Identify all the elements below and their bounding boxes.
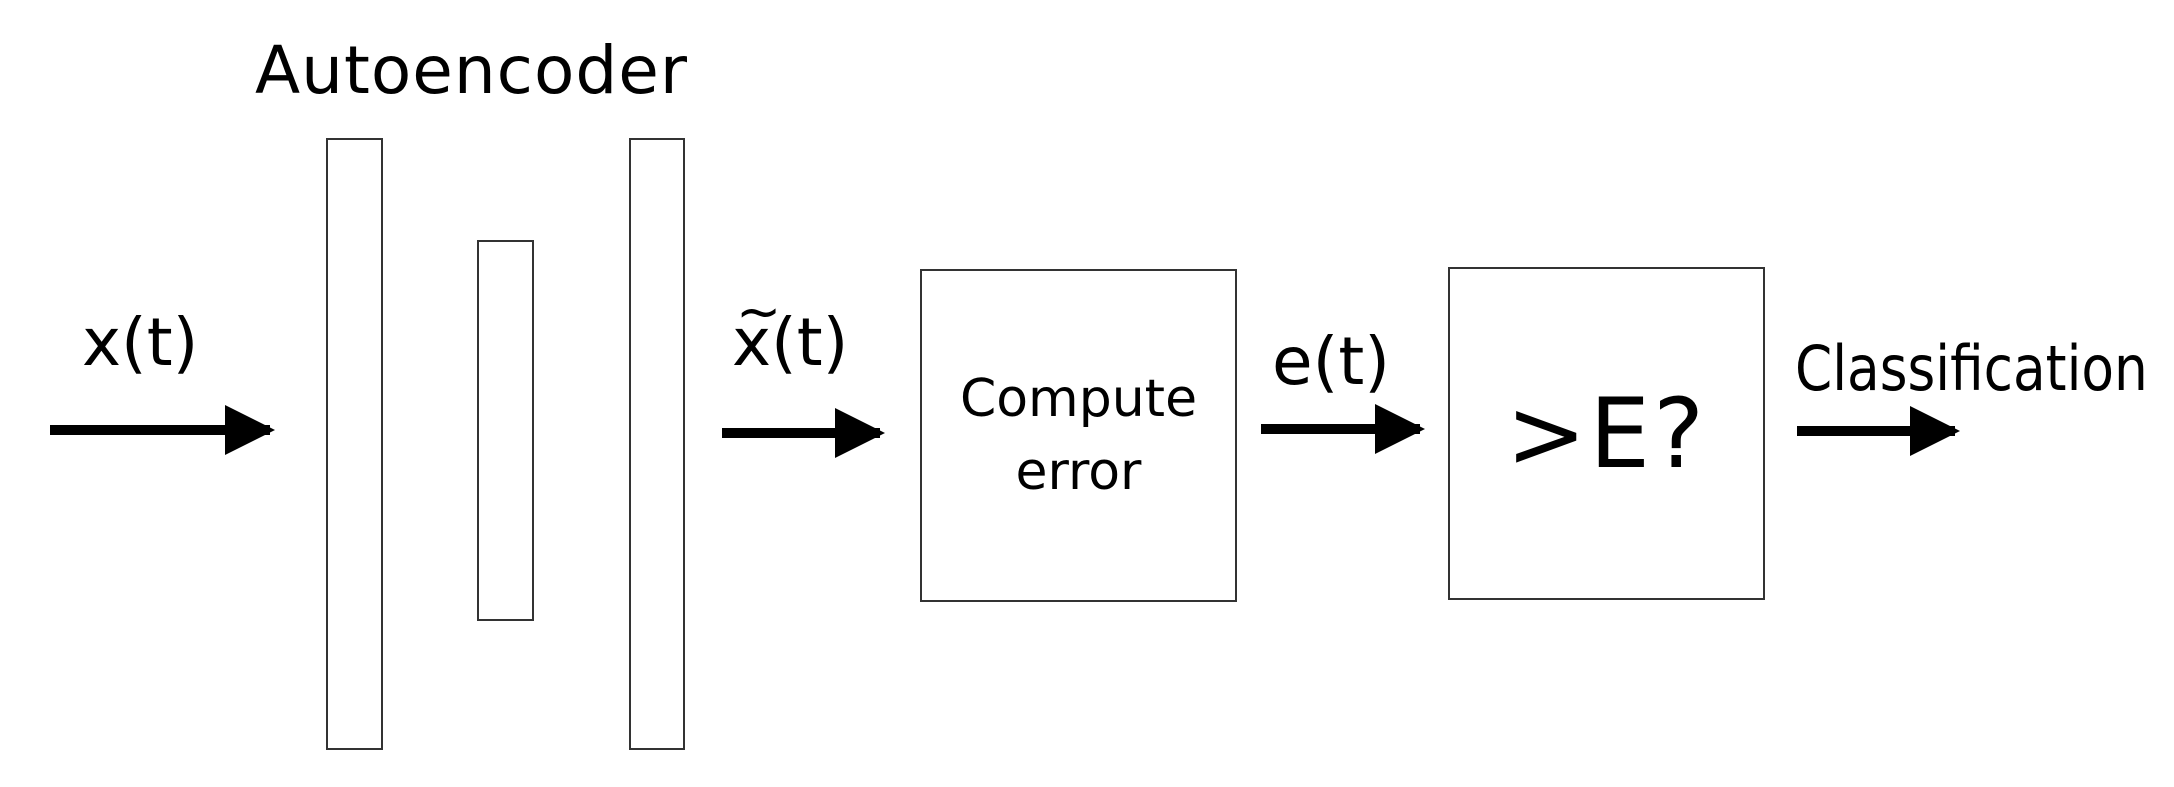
- autoencoder-title: Autoencoder: [255, 32, 688, 109]
- threshold-box: >E?: [1448, 267, 1765, 600]
- reconstruction-accent: ~: [736, 280, 782, 343]
- reconstruction-label: ~ x(t): [732, 280, 849, 381]
- classification-label: Classification: [1795, 332, 2148, 405]
- compute-error-line2: error: [1015, 441, 1142, 502]
- compute-error-box: Compute error: [920, 269, 1237, 602]
- latent-bottleneck-layer: [477, 240, 534, 621]
- reconstruction-text: x(t): [732, 304, 849, 381]
- threshold-label: >E?: [1505, 377, 1708, 490]
- encoder-input-layer: [326, 138, 383, 750]
- error-signal-label: e(t): [1272, 323, 1390, 400]
- decoder-output-layer: [629, 138, 685, 750]
- compute-error-line1: Compute: [959, 368, 1198, 429]
- input-signal-label: x(t): [82, 304, 199, 381]
